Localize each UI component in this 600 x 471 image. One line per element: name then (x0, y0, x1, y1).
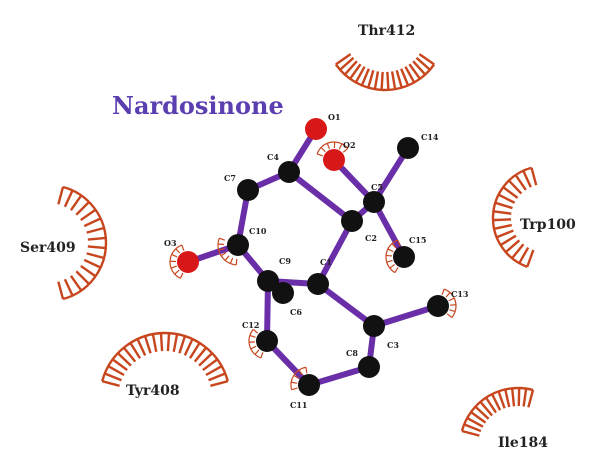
atom-label-c8: C8 (346, 348, 358, 358)
contact-arc-ile184 (460, 386, 535, 437)
atom-c12 (256, 330, 278, 352)
atom-c11 (298, 374, 320, 396)
atom-c14 (397, 137, 419, 159)
bond-c2-c1 (315, 218, 355, 287)
contact-arc-trp100 (491, 166, 538, 268)
atom-label-c6: C6 (290, 307, 302, 317)
bond-c3-c13 (371, 303, 441, 329)
atom-label-c11: C11 (290, 400, 308, 410)
atom-contact-mark (385, 239, 401, 274)
atom-c1 (307, 273, 329, 295)
residue-label-ser409: Ser409 (20, 240, 76, 256)
atom-c7 (237, 179, 259, 201)
atom-contact-mark (441, 288, 457, 319)
atom-label-c10: C10 (249, 226, 267, 236)
atom-c10 (227, 234, 249, 256)
atom-label-c9: C9 (279, 256, 291, 266)
atom-label-c15: C15 (409, 235, 427, 245)
contact-arc-thr412 (334, 53, 436, 92)
atom-o3 (177, 251, 199, 273)
atom-contact-marks (169, 141, 457, 391)
atom-label-c7: C7 (224, 173, 236, 183)
hydrophobic-contacts (57, 53, 538, 437)
atom-label-c4: C4 (267, 152, 279, 162)
residue-label-ile184: Ile184 (498, 435, 548, 451)
bond-c1-c3 (315, 281, 377, 329)
atom-label-o1: O1 (328, 112, 341, 122)
residue-label-thr412: Thr412 (358, 23, 415, 39)
atom-contact-mark (316, 141, 349, 157)
atom-c5 (363, 191, 385, 213)
atoms-layer (177, 118, 449, 396)
atom-label-c3: C3 (387, 340, 399, 350)
atom-label-c2: C2 (365, 233, 377, 243)
contact-arc-tyr408 (101, 331, 229, 387)
atom-c8 (358, 356, 380, 378)
residue-label-tyr408: Tyr408 (126, 383, 180, 399)
atom-label-c1: C1 (320, 257, 332, 267)
atom-contact-mark (169, 244, 185, 279)
atom-c9 (257, 270, 279, 292)
residue-label-trp100: Trp100 (520, 217, 576, 233)
atom-label-c5: C5 (371, 182, 383, 192)
atom-o1 (305, 118, 327, 140)
atom-contact-mark (290, 366, 308, 391)
contact-arc-ser409 (57, 185, 108, 301)
atom-contact-mark (248, 328, 264, 359)
atom-c15 (393, 246, 415, 268)
atom-c6 (272, 282, 294, 304)
atom-c4 (278, 161, 300, 183)
ligand-name: Nardosinone (112, 91, 284, 120)
atom-c2 (341, 210, 363, 232)
atom-c3 (363, 315, 385, 337)
atom-label-c13: C13 (451, 289, 469, 299)
atom-label-c14: C14 (421, 132, 439, 142)
atom-contact-mark (217, 237, 238, 266)
atom-c13 (427, 295, 449, 317)
atom-o2 (323, 149, 345, 171)
atom-label-o3: O3 (164, 238, 177, 248)
atom-label-o2: O2 (343, 140, 356, 150)
bond-c4-c2 (286, 169, 355, 224)
atom-label-c12: C12 (242, 320, 260, 330)
